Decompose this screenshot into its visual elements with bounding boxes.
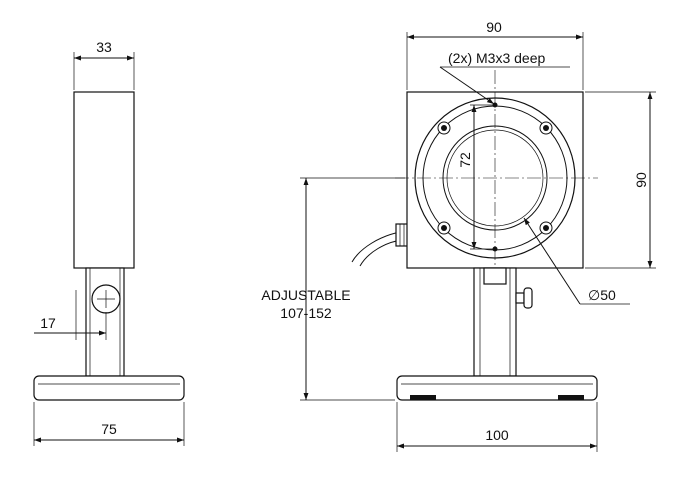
dim-side-top-width: 33 [96, 39, 112, 55]
dim-front-height: 90 [633, 172, 649, 188]
front-clamp-knob [515, 292, 525, 304]
dim-side-base-width: 75 [101, 421, 117, 437]
mount-screws [437, 121, 553, 235]
side-base [33, 375, 185, 401]
dim-hole-spacing: 72 [457, 152, 473, 168]
side-post [85, 267, 125, 377]
front-view: 72 90 (2x) M3x3 deep 90 ∅50 [261, 19, 656, 452]
hole-note: (2x) M3x3 deep [448, 50, 545, 66]
front-post [473, 267, 517, 377]
dim-front-width: 90 [486, 19, 502, 35]
aperture-leader [523, 217, 581, 305]
adjustable-label: ADJUSTABLE [261, 287, 350, 303]
front-base [396, 375, 598, 401]
dim-side-pin-offset: 17 [40, 315, 56, 331]
cable [351, 231, 401, 263]
dim-front-base-width: 100 [485, 427, 509, 443]
dim-aperture: ∅50 [588, 287, 616, 303]
side-head-body [73, 91, 135, 269]
side-view: 33 17 75 [33, 39, 185, 446]
cable-connector [395, 223, 409, 247]
adjustable-range: 107-152 [280, 305, 332, 321]
hole-leader [439, 66, 495, 105]
